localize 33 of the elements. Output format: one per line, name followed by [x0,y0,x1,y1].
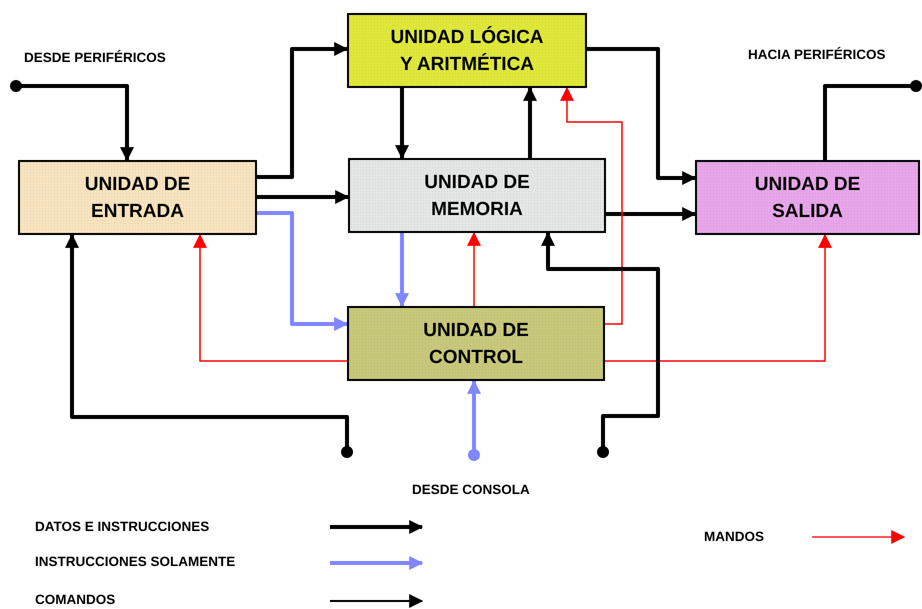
legend-label: INSTRUCCIONES SOLAMENTE [35,554,236,569]
legend-label: MANDOS [704,529,764,544]
port-label: HACIA PERIFÉRICOS [748,47,886,62]
port-label: DESDE PERIFÉRICOS [24,50,166,65]
unit-box [18,160,257,235]
unit-box [348,158,606,233]
arrow [587,47,696,185]
arrow [10,80,134,162]
unit-box [347,13,587,88]
arrow [560,86,623,325]
unit-label: UNIDAD DE ENTRADA [84,172,192,224]
arrow [65,234,353,458]
port-label: DESDE CONSOLA [412,482,530,497]
arrow [467,232,481,306]
arrow [193,234,347,362]
arrow [257,190,350,204]
arrow [467,380,481,461]
arrow [395,88,409,160]
unit-label: UNIDAD LÓGICA Y ARITMÉTICA [389,25,545,76]
unit-box [695,160,920,235]
unit-label: UNIDAD DE CONTROL [422,318,530,370]
unit-label: UNIDAD DE MEMORIA [423,170,531,222]
legend-label: COMANDOS [35,592,116,607]
arrow [257,211,348,331]
arrow [257,42,348,179]
arrow [606,207,696,221]
arrow [395,233,409,308]
arrow [541,232,660,458]
unit-label: UNIDAD DE SALIDA [754,172,862,224]
arrow [523,86,537,158]
unit-box [347,306,605,381]
arrow [605,234,832,362]
legend-label: DATOS E INSTRUCCIONES [35,519,210,534]
